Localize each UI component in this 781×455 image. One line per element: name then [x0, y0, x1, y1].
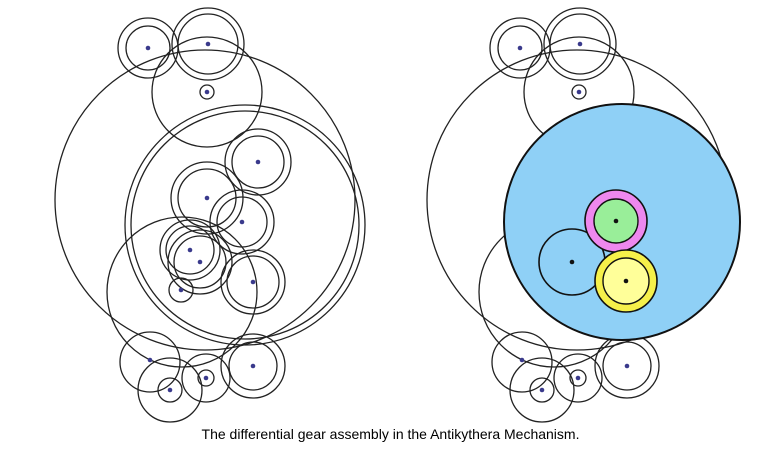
- gear-top-right-outer: [543, 7, 617, 81]
- gear-mid-d-inner: [165, 225, 215, 275]
- axle-dot: [623, 278, 629, 284]
- gear-top-right-inner: [549, 13, 611, 75]
- axle-dot: [613, 218, 619, 224]
- axle-dot: [167, 387, 173, 393]
- gear-top-left-inner: [125, 25, 171, 71]
- axle-dot: [569, 259, 575, 265]
- axle-dot: [203, 375, 209, 381]
- axle-dot: [517, 45, 523, 51]
- gear-mid-a-outer: [224, 128, 292, 196]
- gear-upper-axle-ring: [571, 84, 587, 100]
- axle-dot: [239, 219, 245, 225]
- gear-bottom-right-outer: [220, 333, 286, 399]
- left-axle-dots: [145, 41, 261, 393]
- gear-diagram: [54, 7, 741, 423]
- axle-dot: [250, 279, 256, 285]
- axle-dot: [577, 41, 583, 47]
- gear-large-right-outer: [124, 104, 366, 346]
- left-gear-outline-panel: [54, 7, 366, 423]
- gear-bottom-center-inner: [157, 377, 183, 403]
- gear-bottom-mid-ring: [197, 369, 215, 387]
- axle-dot: [575, 375, 581, 381]
- axle-dot: [178, 287, 184, 293]
- gear-bottom-center-outer: [509, 357, 575, 423]
- gear-bottom-right-inner: [602, 341, 652, 391]
- gear-bottom-center-inner: [529, 377, 555, 403]
- gear-top-right-inner: [177, 13, 239, 75]
- gear-bottom-right-inner: [228, 341, 278, 391]
- axle-dot: [145, 45, 151, 51]
- axle-dot: [255, 159, 261, 165]
- gear-mid-d-outer: [159, 219, 221, 281]
- gear-mid-e-outer: [167, 229, 233, 295]
- gear-mid-g: [168, 277, 194, 303]
- gear-bottom-mid-ring: [569, 369, 587, 387]
- gear-bottom-left: [491, 331, 553, 393]
- gear-mid-b-outer: [170, 161, 244, 235]
- gear-bottom-mid: [553, 353, 603, 403]
- gear-large-main: [54, 49, 356, 351]
- gear-large-right-inner: [130, 110, 360, 340]
- axle-dot: [147, 357, 153, 363]
- axle-dot: [519, 357, 525, 363]
- gear-mid-a-inner: [231, 135, 285, 189]
- gear-top-left-inner: [497, 25, 543, 71]
- gear-mid-c-inner: [216, 196, 268, 248]
- axle-dot: [197, 259, 203, 265]
- axle-dot: [204, 89, 210, 95]
- axle-dot: [204, 195, 210, 201]
- gear-bottom-mid: [181, 353, 231, 403]
- gear-bottom-center-outer: [137, 357, 203, 423]
- gear-bottom-left: [119, 331, 181, 393]
- gear-top-right-outer: [171, 7, 245, 81]
- axle-dot: [624, 363, 630, 369]
- axle-dot: [539, 387, 545, 393]
- gear-mid-f-inner: [226, 255, 280, 309]
- gear-upper-center: [151, 36, 263, 148]
- axle-dot: [576, 89, 582, 95]
- axle-dot: [250, 363, 256, 369]
- figure-caption: The differential gear assembly in the An…: [201, 426, 580, 442]
- axle-dot: [187, 247, 193, 253]
- gear-upper-axle-ring: [199, 84, 215, 100]
- gear-mid-e-inner: [173, 235, 227, 289]
- axle-dot: [205, 41, 211, 47]
- gear-mid-f-outer: [220, 249, 286, 315]
- right-gear-highlight-panel: [426, 7, 741, 423]
- gear-mid-c-outer: [209, 189, 275, 255]
- gear-lower-left: [106, 216, 258, 368]
